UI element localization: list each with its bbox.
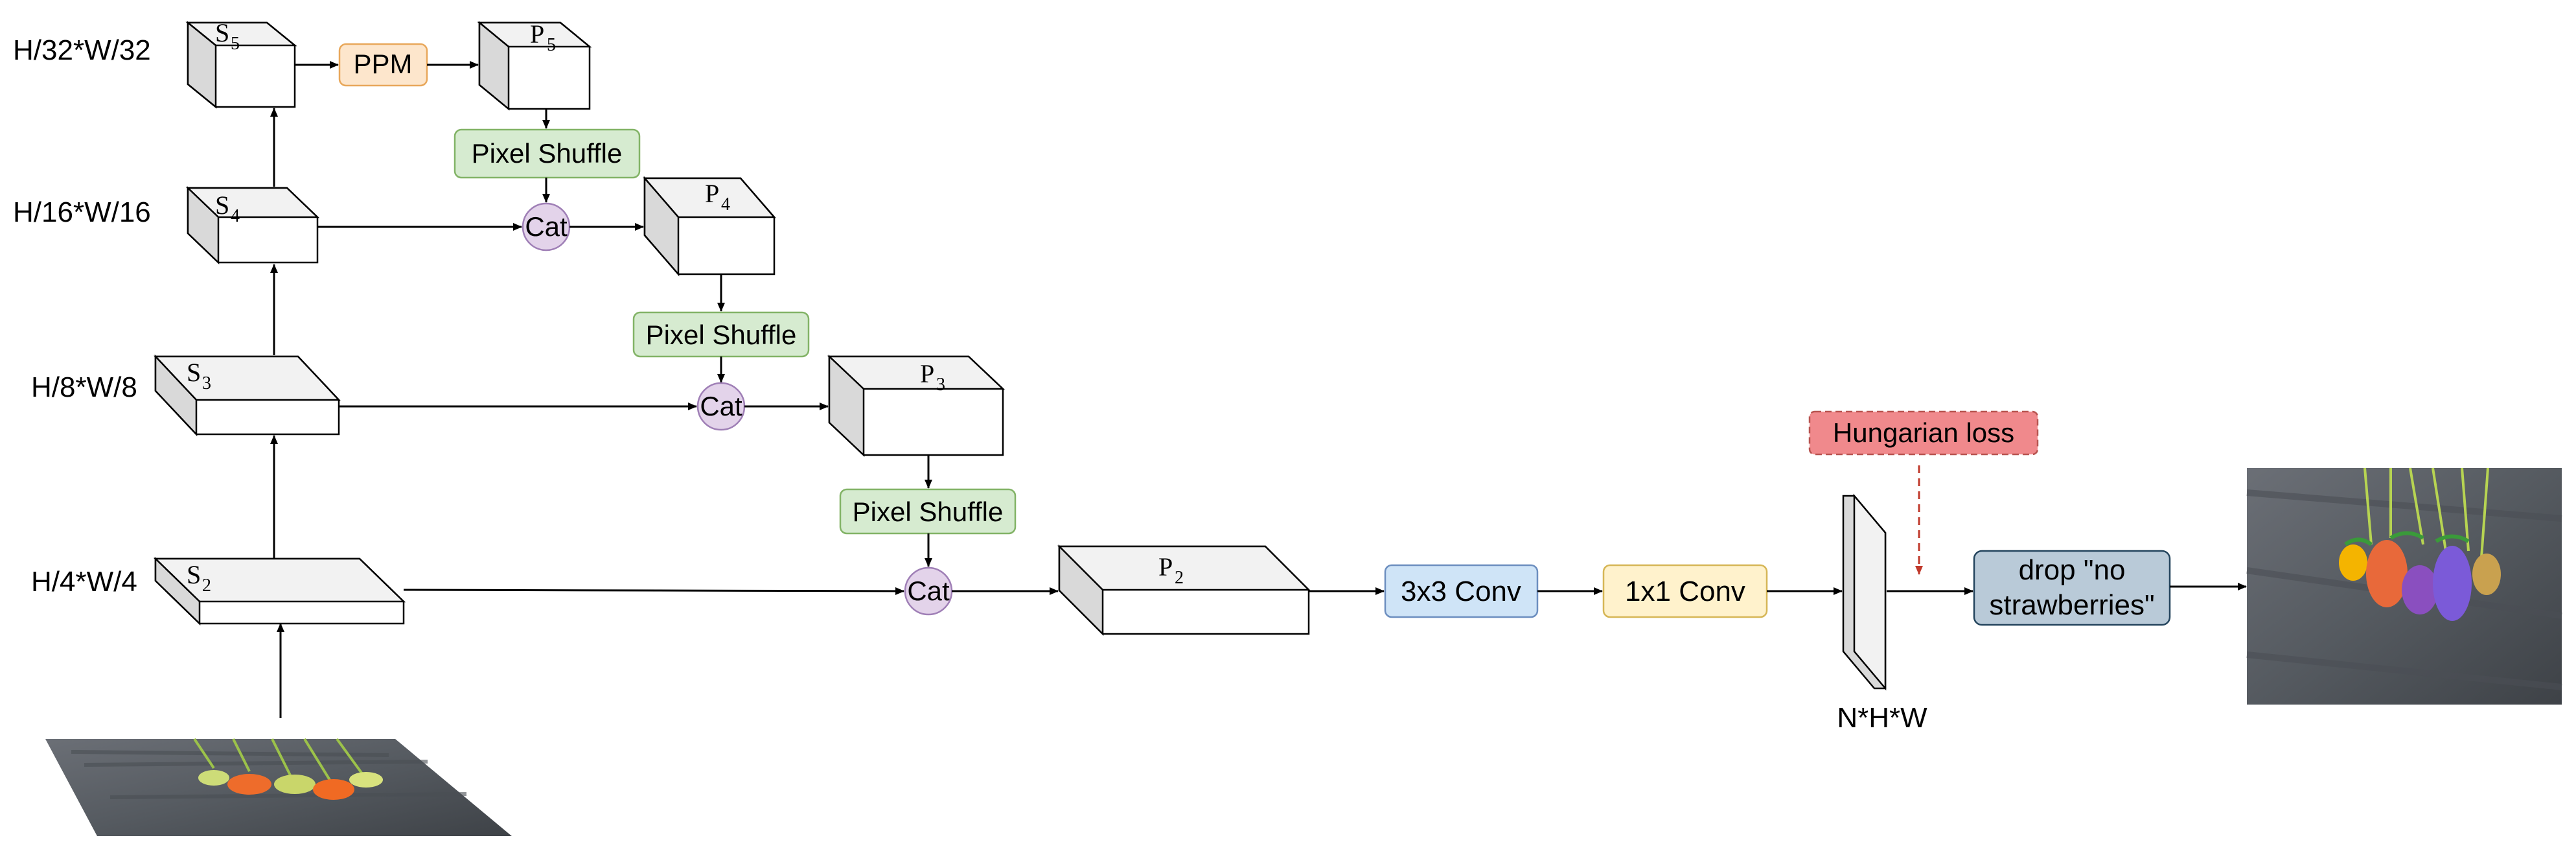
stage-p5-letter: P: [530, 19, 544, 49]
pixel-shuffle-3: Pixel Shuffle: [839, 488, 1017, 535]
stage-p2-sub: 2: [1175, 568, 1184, 588]
cat-2: Cat: [696, 382, 746, 431]
stage-s4-sub: 4: [231, 206, 240, 226]
input-image: [45, 738, 512, 836]
cat-3: Cat: [904, 567, 953, 616]
stage-p4-letter: P: [705, 179, 719, 208]
stage-p5: P 5: [477, 19, 592, 111]
stage-s4-letter: S: [215, 191, 229, 220]
stage-s3-sub: 3: [202, 373, 211, 393]
stage-p2-letter: P: [1158, 552, 1173, 581]
drop-label-line1: drop "no: [2019, 554, 2126, 586]
stage-p3-sub: 3: [936, 375, 945, 395]
drop-no-strawberries-box: drop "no strawberries": [1973, 550, 2171, 626]
scale-label-s4: H/16*W/16: [13, 196, 151, 228]
stage-s3-letter: S: [187, 358, 201, 387]
cat-3-label: Cat: [907, 576, 950, 606]
stage-s5-sub: 5: [231, 34, 240, 54]
stage-p2: P 2: [1057, 544, 1311, 637]
ppm-box: PPM: [338, 43, 428, 87]
scale-label-s2: H/4*W/4: [31, 566, 137, 598]
conv3x3-box: 3x3 Conv: [1384, 564, 1539, 618]
stage-s2-sub: 2: [202, 576, 211, 596]
stage-p5-sub: 5: [547, 35, 556, 55]
hungarian-loss-label: Hungarian loss: [1833, 417, 2014, 448]
hungarian-loss-box: Hungarian loss: [1808, 410, 2039, 456]
output-mask-slab: [1842, 493, 1887, 691]
stage-s5-letter: S: [215, 18, 229, 47]
stage-p4: P 4: [643, 176, 776, 277]
arrow-s2-to-cat3: [403, 587, 904, 595]
scale-label-s5: H/32*W/32: [13, 34, 151, 66]
stage-s5: S 5: [185, 18, 297, 109]
stage-s3: S 3: [154, 354, 341, 437]
cat-2-label: Cat: [700, 391, 742, 421]
cat-1-label: Cat: [525, 211, 568, 242]
drop-label-line2: strawberries": [1989, 589, 2154, 621]
stage-s2-letter: S: [187, 560, 201, 589]
scale-label-s3: H/8*W/8: [31, 371, 137, 403]
stage-p3: P 3: [827, 355, 1006, 457]
ppm-label: PPM: [353, 49, 412, 79]
stage-p4-sub: 4: [721, 194, 730, 215]
cat-1: Cat: [522, 202, 571, 251]
stage-p3-letter: P: [920, 359, 934, 388]
conv3x3-label: 3x3 Conv: [1401, 576, 1521, 607]
output-image: [2246, 467, 2562, 705]
conv1x1-label: 1x1 Conv: [1625, 576, 1745, 607]
conv1x1-box: 1x1 Conv: [1602, 564, 1768, 618]
pixel-shuffle-1: Pixel Shuffle: [454, 128, 641, 179]
output-shape-label: N*H*W: [1837, 702, 1927, 734]
stage-s2: S 2: [153, 557, 406, 625]
stage-s4: S 4: [185, 186, 320, 264]
pixel-shuffle-2: Pixel Shuffle: [632, 311, 810, 358]
pixel-shuffle-3-label: Pixel Shuffle: [853, 497, 1004, 527]
pixel-shuffle-2-label: Pixel Shuffle: [646, 320, 797, 350]
pixel-shuffle-1-label: Pixel Shuffle: [472, 138, 623, 169]
